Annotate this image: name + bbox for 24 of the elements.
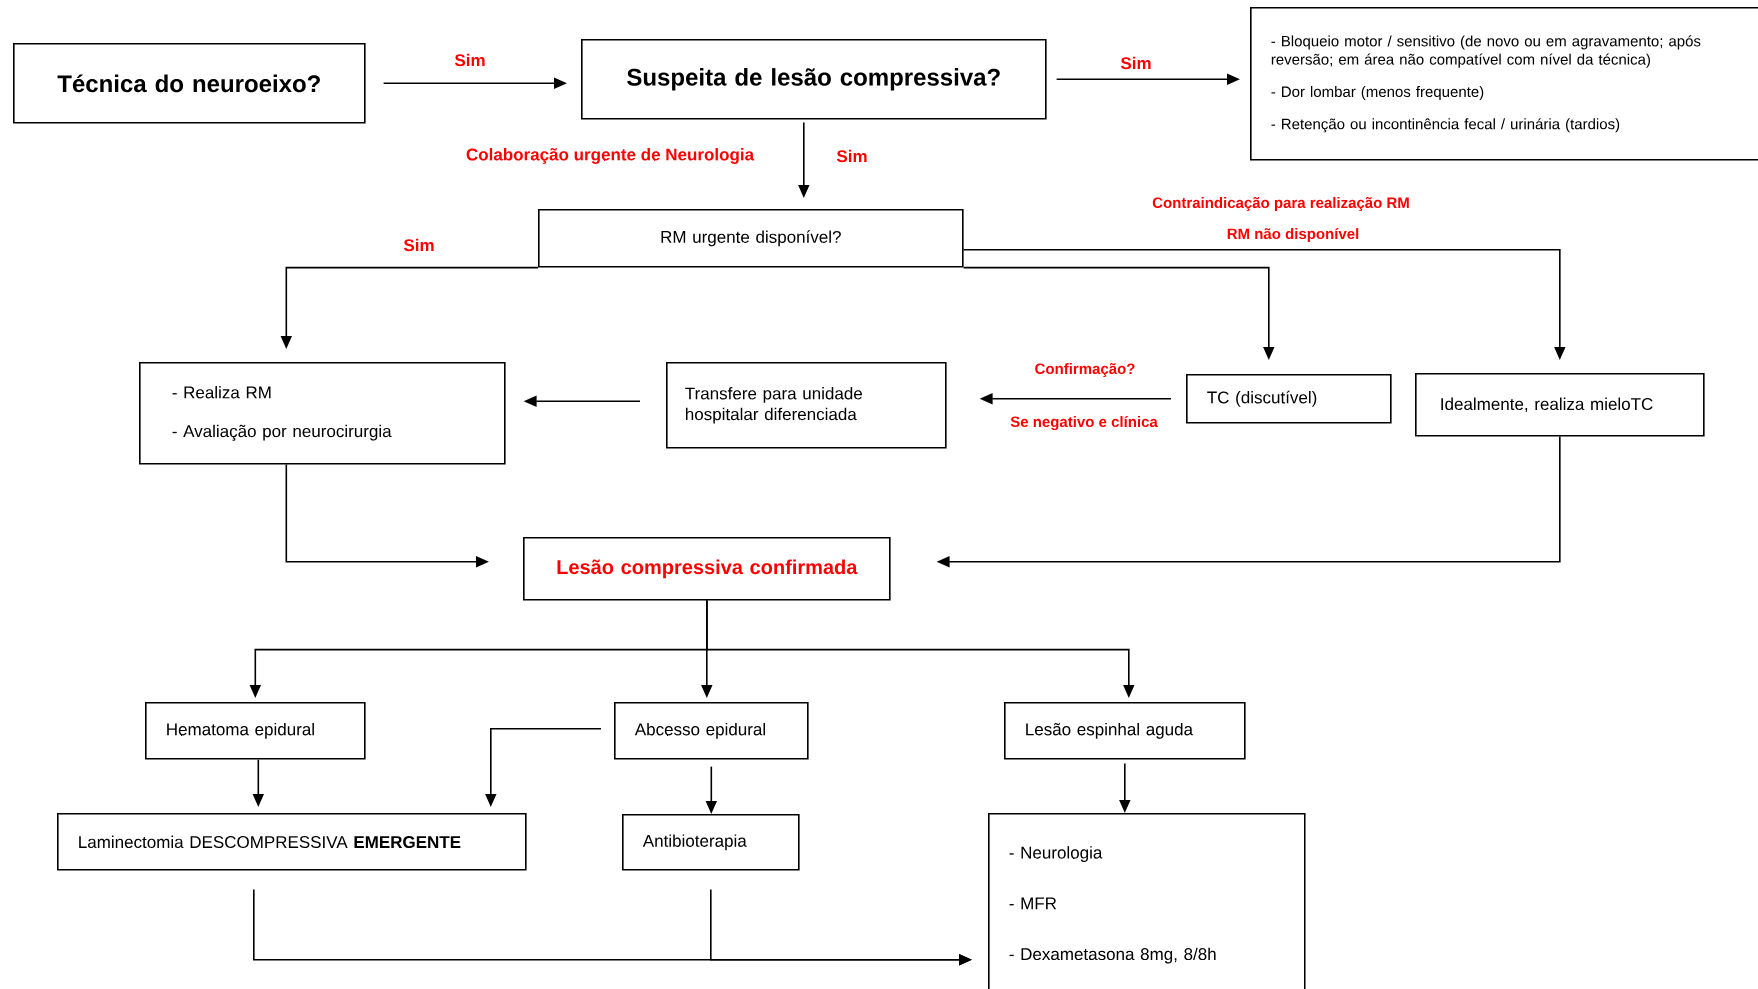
- edge-label: Sim: [453, 52, 487, 68]
- edge-label: Sim: [402, 237, 436, 253]
- edge-label: Sim: [1119, 55, 1153, 71]
- result-box: Lesão compressiva confirmada: [523, 537, 891, 601]
- edge-label: Sim: [835, 148, 869, 164]
- action-box: Idealmente, realiza mieloTC: [1415, 373, 1705, 437]
- treatment-box: Antibioterapia: [622, 814, 800, 871]
- note-text: Se negativo e clínica: [1010, 415, 1158, 431]
- question-box: RM urgente disponível?: [538, 209, 964, 268]
- note-text: Colaboração urgente de Neurologia: [466, 148, 755, 164]
- edge-label: RM não disponível: [1225, 226, 1361, 244]
- symptom-box: - Bloqueio motor / sensitivo (de novo ou em agravamento; após reversão; em área não compatível com nível da técnica) - Dor lombar (menos frequente) - Retenção ou incontinência fecal / urinária (tardios): [1250, 7, 1758, 161]
- action-box: - Realiza RM - Avaliação por neurocirurgia: [139, 362, 506, 465]
- treatment-box: Laminectomia DESCOMPRESSIVA EMERGENTE: [57, 813, 527, 871]
- treatment-box: - Neurologia - MFR - Dexametasona 8mg, 8/8h: [988, 813, 1306, 989]
- edge-label: Confirmação?: [1033, 362, 1137, 378]
- action-box: TC (discutível): [1186, 374, 1392, 424]
- diagnosis-box: Hematoma epidural: [145, 702, 366, 760]
- diagnosis-box: Abcesso epidural: [614, 702, 809, 760]
- question-box: Suspeita de lesão compressiva?: [581, 39, 1047, 120]
- note-text: Contraindicação para realização RM: [1152, 197, 1409, 211]
- diagnosis-box: Lesão espinhal aguda: [1004, 702, 1246, 760]
- question-box: Técnica do neuroeixo?: [13, 43, 366, 124]
- action-box: Transfere para unidade hospitalar diferenciada: [666, 362, 947, 449]
